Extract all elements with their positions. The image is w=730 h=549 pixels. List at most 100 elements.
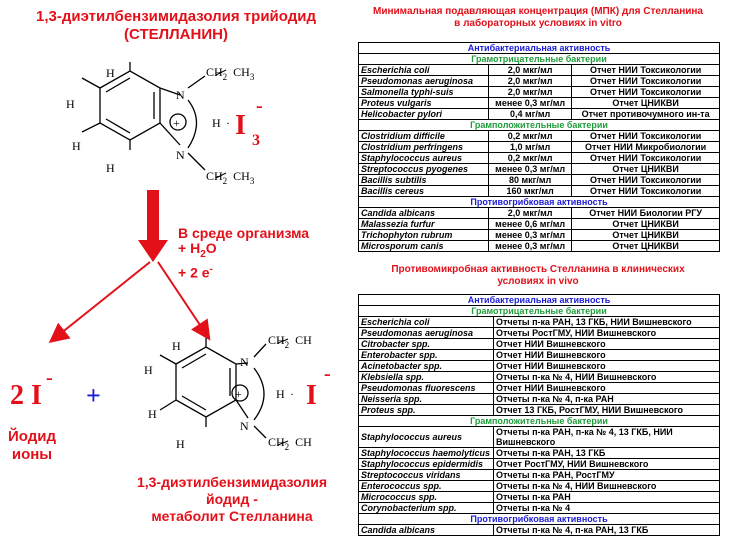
dot: ·: [226, 116, 230, 130]
source-cell: Отчет РостГМУ, НИИ Вишневского: [493, 458, 720, 470]
mic-cell: 2,0 мкг/мл: [488, 86, 573, 98]
source-cell: Отчет НИИ Биологии РГУ: [571, 207, 720, 219]
source-cell: Отчет ЦНИКВИ: [571, 163, 720, 175]
compound-title-line1: 1,3-диэтилбензимидазолия трийодид: [35, 8, 316, 25]
two-iodide-charge: -: [46, 367, 53, 389]
section-header-row: Противогрибковая активность: [358, 196, 720, 208]
mic-cell: менее 0,3 мг/мл: [488, 229, 573, 241]
organism-cell: Acinetobacter spp.: [358, 360, 494, 372]
metabolite-structure: [159, 338, 267, 439]
atom-n: N: [176, 148, 185, 162]
source-cell: Отчет противочумного ин-та: [571, 108, 720, 120]
arrow-to-iodide: [48, 261, 151, 343]
source-cell: Отчет НИИ Токсикологии: [571, 130, 720, 142]
organism-cell: Bacillis cereus: [357, 185, 490, 197]
table-row: Enterobacter spp.Отчет НИИ Вишневского: [358, 349, 720, 361]
mic-cell: менее 0,3 мг/мл: [488, 97, 573, 109]
organism-cell: Escherichia coli: [357, 64, 490, 76]
section-header: Грамотрицательные бактерии: [358, 305, 720, 317]
table1-title: Минимальная подавляющая концентрация (МП…: [352, 6, 724, 30]
atom-n: N: [240, 355, 249, 369]
main-arrow-shaft: [147, 190, 159, 242]
mic-cell: 0,2 мкг/мл: [488, 130, 573, 142]
source-cell: Отчет НИИ Токсикологии: [571, 152, 720, 164]
metabolite-line2: йодид -: [206, 491, 258, 507]
stellanin-structure: [81, 62, 206, 171]
source-cell: Отчеты п-ка РАН, РостГМУ: [493, 469, 720, 481]
main-arrow-head: [138, 240, 168, 262]
condition-electrons: + 2 e-: [178, 263, 213, 281]
source-cell: Отчет НИИ Токсикологии: [571, 86, 720, 98]
atom-h: H: [72, 139, 81, 153]
atom-h: H: [148, 407, 157, 421]
source-cell: Отчет НИИ Вишневского: [493, 360, 720, 372]
atom-h: H: [106, 161, 115, 175]
section-header-row: Грамотрицательные бактерии: [358, 53, 720, 65]
source-cell: Отчет НИИ Микробиологии: [571, 141, 720, 153]
section-header-row: Грамположительные бактерии: [358, 119, 720, 131]
mic-cell: 160 мкг/мл: [488, 185, 573, 197]
table-row: Corynobacterium spp.Отчеты п-ка № 4: [358, 502, 720, 514]
metabolite-label: 1,3-диэтилбензимидазолия йодид - метабол…: [112, 474, 352, 525]
table-row: Klebsiella spp.Отчеты п-ка № 4, НИИ Вишн…: [358, 371, 720, 383]
iodide-minus: -: [324, 363, 331, 385]
mic-cell: 2,0 мкг/мл: [488, 207, 573, 219]
section-header-row: Грамотрицательные бактерии: [358, 305, 720, 317]
organism-cell: Proteus vulgaris: [357, 97, 490, 109]
triiodide-minus: -: [256, 95, 263, 117]
table2-title-line1: Противомикробная активность Стелланина в…: [391, 264, 685, 275]
organism-cell: Pseudomonas fluorescens: [358, 382, 494, 394]
organism-cell: Proteus spp.: [358, 404, 494, 416]
iodide-i: I: [306, 380, 317, 411]
organism-cell: Clostridium perfringens: [357, 141, 490, 153]
organism-cell: Staphylococcus aureus: [357, 152, 490, 164]
atom-h: H: [144, 363, 153, 377]
benzene-ring-top: [99, 70, 161, 141]
mic-cell: 2,0 мкг/мл: [488, 75, 573, 87]
section-header-row: Антибактериальная активность: [358, 42, 720, 54]
atom-h: H: [106, 66, 115, 80]
section-header: Грамположительные бактерии: [358, 415, 720, 427]
atom-h: H: [212, 116, 221, 130]
condition-medium: В среде организма: [178, 225, 310, 241]
source-cell: Отчет ЦНИКВИ: [571, 240, 720, 252]
table-row: Enterococcus spp.Отчеты п-ка № 4, НИИ Ви…: [358, 480, 720, 492]
atom-h: H: [176, 437, 185, 451]
mic-cell: 2,0 мкг/мл: [488, 64, 573, 76]
mic-cell: 80 мкг/мл: [488, 174, 573, 186]
organism-cell: Bacillis subtilis: [357, 174, 490, 186]
section-header-row: Антибактериальная активность: [358, 294, 720, 306]
atom-n: N: [176, 88, 185, 102]
source-cell: Отчет НИИ Вишневского: [493, 338, 720, 350]
plus-sign: +: [86, 381, 101, 410]
compound-title-line2: (СТЕЛЛАНИН): [124, 26, 228, 43]
source-cell: Отчеты РостГМУ, НИИ Вишневского: [493, 327, 720, 339]
section-header: Антибактериальная активность: [358, 294, 720, 306]
iodide-label-line2: ионы: [11, 446, 53, 463]
section-header: Грамположительные бактерии: [358, 119, 720, 131]
organism-cell: Candida albicans: [357, 207, 490, 219]
source-cell: Отчет 13 ГКБ, РостГМУ, НИИ Вишневского: [493, 404, 720, 416]
cation-plus: +: [235, 387, 242, 401]
source-cell: Отчет НИИ Токсикологии: [571, 75, 720, 87]
dot: ·: [290, 387, 294, 401]
source-cell: Отчеты п-ка РАН, п-ка № 4, 13 ГКБ, НИИ В…: [493, 426, 720, 448]
organism-cell: Enterobacter spp.: [358, 349, 494, 361]
mic-cell: 1,0 мг/мл: [488, 141, 573, 153]
table-row: Neisseria spp.Отчеты п-ка № 4, п-ка РАН: [358, 393, 720, 405]
